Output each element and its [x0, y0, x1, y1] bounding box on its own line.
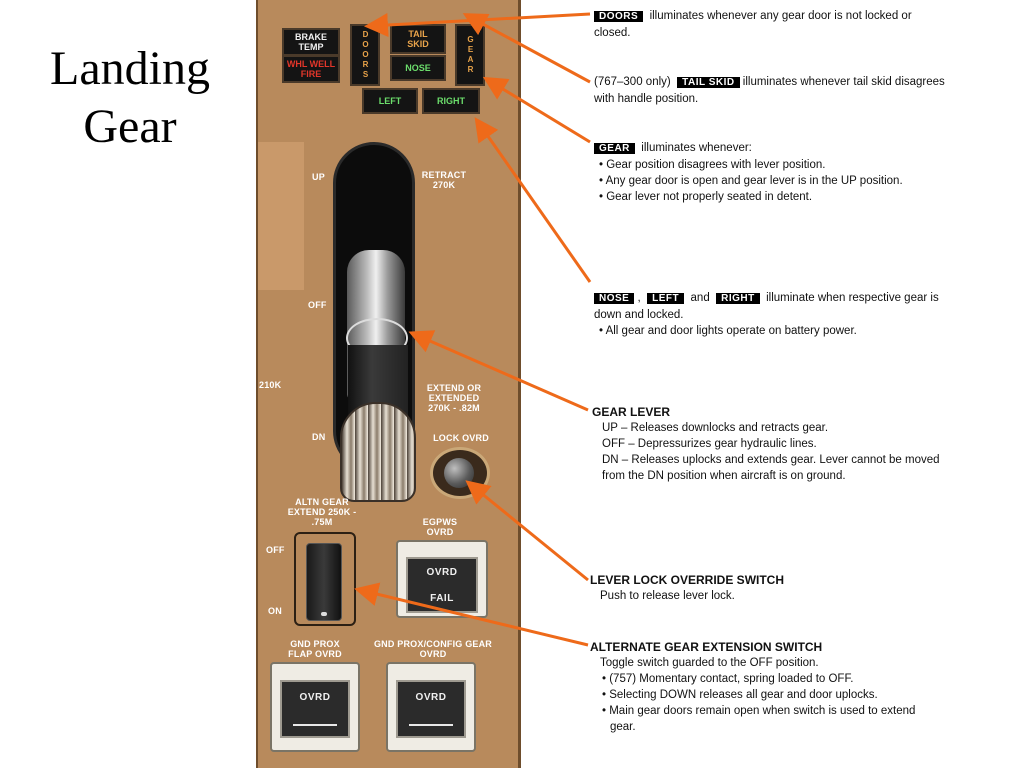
gear-bullet-1: • Gear position disagrees with lever pos…: [599, 159, 826, 171]
gear-lever-off: OFF – Depressurizes gear hydraulic lines…: [602, 438, 817, 450]
nose-tag: NOSE: [594, 293, 635, 304]
right-tag: RIGHT: [716, 293, 760, 304]
lever-lock-text: Push to release lever lock.: [600, 590, 735, 602]
alt-gear-text: Toggle switch guarded to the OFF positio…: [600, 657, 819, 669]
gnd-gear-line: [409, 723, 453, 726]
alt-gear-bullet-1: • (757) Momentary contact, spring loaded…: [602, 673, 854, 685]
slide-title: Landing Gear: [50, 42, 210, 153]
lock-ovrd-button[interactable]: [444, 458, 474, 488]
nose-label: NOSE: [405, 63, 431, 73]
gear-bullet-2: • Any gear door is open and gear lever i…: [599, 175, 903, 187]
panel-side-patch: [258, 142, 304, 290]
up-label: UP: [312, 172, 325, 182]
nlr-text: illuminate when respective gear is down …: [594, 292, 939, 321]
alt-on-label: ON: [268, 606, 282, 616]
gear-bullet-3: • Gear lever not properly seated in dete…: [599, 191, 813, 203]
brake-temp-light: BRAKE TEMP: [282, 28, 340, 56]
doors-description: DOORS illuminates whenever any gear door…: [594, 8, 946, 41]
egpws-ovrd-text: OVRD: [426, 566, 458, 578]
altn-gear-label: ALTN GEAR EXTEND 250K - .75M: [287, 497, 357, 527]
alt-gear-bullet-2: • Selecting DOWN releases all gear and d…: [602, 689, 878, 701]
gear-label: GEAR: [466, 35, 475, 75]
nose-left-right-description: NOSE , LEFT and RIGHT illuminate when re…: [594, 290, 946, 339]
gnd-gear-ovrd-text: OVRD: [415, 692, 447, 704]
off-label: OFF: [308, 300, 327, 310]
right-gear-light: RIGHT: [422, 88, 480, 114]
gnd-flap-ovrd-text: OVRD: [299, 692, 331, 704]
doors-light: DOORS: [350, 24, 380, 86]
gear-lever-description: GEAR LEVER UP – Releases downlocks and r…: [592, 404, 942, 484]
gnd-flap-line: [293, 723, 337, 726]
nlr-bullet-1: • All gear and door lights operate on ba…: [599, 325, 857, 337]
tail-prefix: (767–300 only): [594, 76, 671, 88]
alt-gear-toggle-switch[interactable]: [306, 543, 342, 621]
210k-label: 210K: [259, 380, 282, 390]
whl-well-fire-light: WHL WELL FIRE: [282, 55, 340, 83]
gnd-flap-label: GND PROX FLAP OVRD: [288, 639, 342, 659]
gnd-gear-switch[interactable]: OVRD: [396, 680, 466, 738]
gear-lever-dn: DN – Releases uplocks and extends gear. …: [602, 454, 940, 482]
tail-skid-light: TAIL SKID: [390, 24, 446, 54]
gear-lever-up: UP – Releases downlocks and retracts gea…: [602, 422, 829, 434]
alt-off-label: OFF: [266, 545, 285, 555]
gear-tag: GEAR: [594, 143, 635, 154]
lever-lock-heading: LEVER LOCK OVERRIDE SWITCH: [590, 573, 785, 587]
gnd-flap-switch[interactable]: OVRD: [280, 680, 350, 738]
gear-text: illuminates whenever:: [641, 142, 752, 154]
left-tag: LEFT: [647, 293, 685, 304]
tail-skid-label: TAIL SKID: [407, 29, 429, 49]
tail-skid-description: (767–300 only) TAIL SKID illuminates whe…: [594, 74, 946, 107]
tail-skid-text: illuminates whenever tail skid disagrees…: [594, 76, 945, 105]
alt-gear-description: ALTERNATE GEAR EXTENSION SWITCH Toggle s…: [590, 639, 942, 735]
gear-description: GEAR illuminates whenever: • Gear positi…: [594, 140, 946, 205]
left-gear-light: LEFT: [362, 88, 418, 114]
lever-lock-description: LEVER LOCK OVERRIDE SWITCH Push to relea…: [590, 572, 940, 604]
whl-well-fire-label: WHL WELL FIRE: [286, 59, 336, 79]
egpws-label: EGPWS OVRD: [422, 517, 458, 537]
lock-ovrd-label: LOCK OVRD: [433, 433, 489, 443]
egpws-switch[interactable]: OVRD FAIL: [406, 557, 478, 613]
extend-label: EXTEND OR EXTENDED 270K - .82M: [426, 383, 482, 413]
gear-light: GEAR: [455, 24, 485, 86]
right-gear-label: RIGHT: [437, 96, 465, 106]
alt-gear-bullet-3: • Main gear doors remain open when switc…: [602, 705, 916, 733]
dn-label: DN: [312, 432, 326, 442]
tail-skid-tag: TAIL SKID: [677, 77, 740, 88]
alt-switch-indicator: [321, 612, 327, 616]
egpws-fail-text: FAIL: [430, 592, 454, 604]
doors-label: DOORS: [361, 30, 370, 80]
doors-tag: DOORS: [594, 11, 644, 22]
nose-light: NOSE: [390, 55, 446, 81]
comma: ,: [637, 292, 641, 304]
and-word: and: [690, 292, 710, 304]
doors-text: illuminates whenever any gear door is no…: [594, 10, 912, 39]
gear-lever-heading: GEAR LEVER: [592, 405, 671, 419]
left-gear-label: LEFT: [378, 96, 402, 106]
brake-temp-label: BRAKE TEMP: [294, 32, 327, 52]
alt-gear-heading: ALTERNATE GEAR EXTENSION SWITCH: [590, 640, 823, 654]
gear-lever-knob[interactable]: [340, 402, 416, 502]
gnd-gear-label: GND PROX/CONFIG GEAR OVRD: [373, 639, 492, 659]
retract-label: RETRACT 270K: [421, 170, 467, 190]
